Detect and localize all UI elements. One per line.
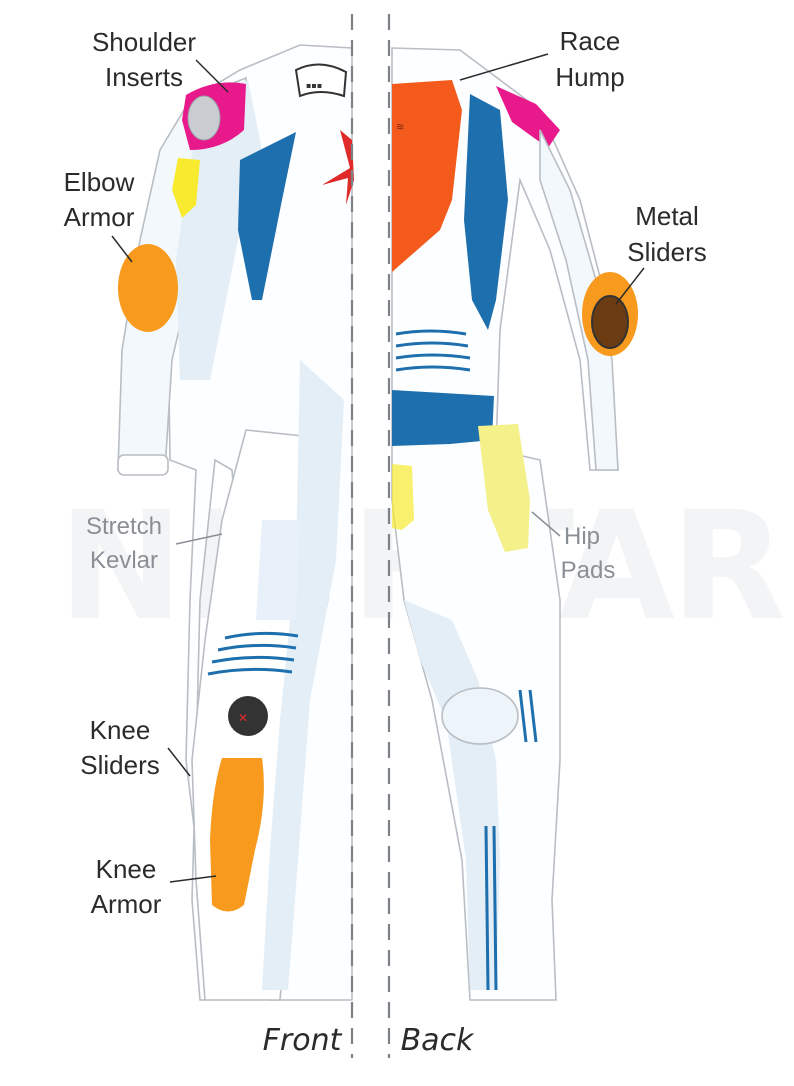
shoulder-puck-front bbox=[187, 95, 221, 141]
collar-brand: ▪▪▪ bbox=[306, 81, 322, 90]
callout-hip-pads-line1: Hip bbox=[564, 523, 600, 550]
callout-hip-pads: Hip Pads bbox=[561, 523, 616, 584]
front-knee-stripes bbox=[207, 631, 299, 676]
front-inner-leg-light bbox=[262, 360, 344, 990]
back-knee-panel bbox=[441, 687, 519, 745]
callout-elbow-armor: Elbow Armor bbox=[64, 167, 135, 232]
elbow-armor-yellow bbox=[172, 158, 200, 218]
back-arm bbox=[539, 129, 619, 471]
hip-pad-left bbox=[392, 464, 414, 530]
callout-knee-armor: Knee Armor bbox=[91, 854, 162, 919]
callout-knee-sliders-line1: Knee bbox=[90, 715, 151, 745]
callout-race-hump: Race Hump bbox=[555, 26, 624, 92]
hip-pad-right bbox=[478, 424, 530, 552]
front-cuff bbox=[117, 454, 169, 476]
leader-knee-sliders bbox=[167, 747, 191, 777]
elbow-armor-pad bbox=[118, 244, 178, 332]
view-divider bbox=[350, 14, 391, 1058]
leader-hip-pads bbox=[531, 511, 561, 537]
callout-elbow-armor-line2: Armor bbox=[64, 202, 135, 232]
callout-metal-sliders: Metal Sliders bbox=[627, 201, 706, 267]
back-accordion-stripes bbox=[395, 329, 471, 372]
callout-race-hump-line1: Race bbox=[560, 26, 621, 56]
callout-shoulder-inserts: Shoulder Inserts bbox=[92, 27, 196, 92]
shoulder-insert-back bbox=[496, 86, 560, 148]
front-side-light bbox=[176, 80, 262, 380]
callout-hip-pads-line2: Pads bbox=[561, 557, 616, 584]
race-hump bbox=[392, 80, 462, 272]
front-collar bbox=[294, 63, 348, 98]
knee-armor-pad bbox=[210, 758, 264, 912]
callout-knee-armor-line1: Knee bbox=[96, 854, 157, 884]
callout-stretch-kevlar: Stretch Kevlar bbox=[86, 513, 162, 574]
knee-slider-disc bbox=[228, 696, 268, 736]
callout-stretch-kevlar-line2: Kevlar bbox=[90, 547, 158, 574]
suit-back: ≋ bbox=[391, 47, 638, 1001]
leader-race-hump bbox=[459, 53, 549, 81]
callout-knee-sliders-line2: Sliders bbox=[80, 750, 159, 780]
back-waist-panel bbox=[392, 390, 494, 446]
callout-race-hump-line2: Hump bbox=[555, 62, 624, 92]
callout-metal-sliders-line1: Metal bbox=[635, 201, 699, 231]
back-calf-stripes bbox=[484, 689, 538, 991]
callout-shoulder-inserts-line1: Shoulder bbox=[92, 27, 196, 57]
view-label-back: Back bbox=[401, 1023, 475, 1058]
callout-shoulder-inserts-line2: Inserts bbox=[105, 62, 183, 92]
leader-elbow-armor bbox=[111, 235, 133, 263]
race-hump-logo: ≋ bbox=[396, 122, 404, 133]
metal-slider-plate bbox=[591, 295, 629, 349]
knee-slider-logo: ✕ bbox=[238, 711, 248, 725]
front-kevlar-panel bbox=[256, 520, 300, 620]
front-star-logo bbox=[322, 130, 354, 205]
leader-metal-sliders bbox=[615, 267, 645, 305]
callout-knee-armor-line2: Armor bbox=[91, 889, 162, 919]
leader-stretch-kevlar bbox=[175, 533, 223, 545]
callout-knee-sliders: Knee Sliders bbox=[80, 715, 159, 780]
leader-knee-armor bbox=[169, 875, 217, 883]
callout-stretch-kevlar-line1: Stretch bbox=[86, 513, 162, 540]
back-blue-panel bbox=[464, 94, 508, 330]
front-blue-panel bbox=[238, 132, 296, 300]
callout-metal-sliders-line2: Sliders bbox=[627, 237, 706, 267]
view-label-front: Front bbox=[263, 1023, 343, 1058]
suit-front: ▪▪▪ ✕ bbox=[117, 44, 354, 1001]
callout-elbow-armor-line1: Elbow bbox=[64, 167, 135, 197]
leader-shoulder-inserts bbox=[195, 59, 229, 93]
